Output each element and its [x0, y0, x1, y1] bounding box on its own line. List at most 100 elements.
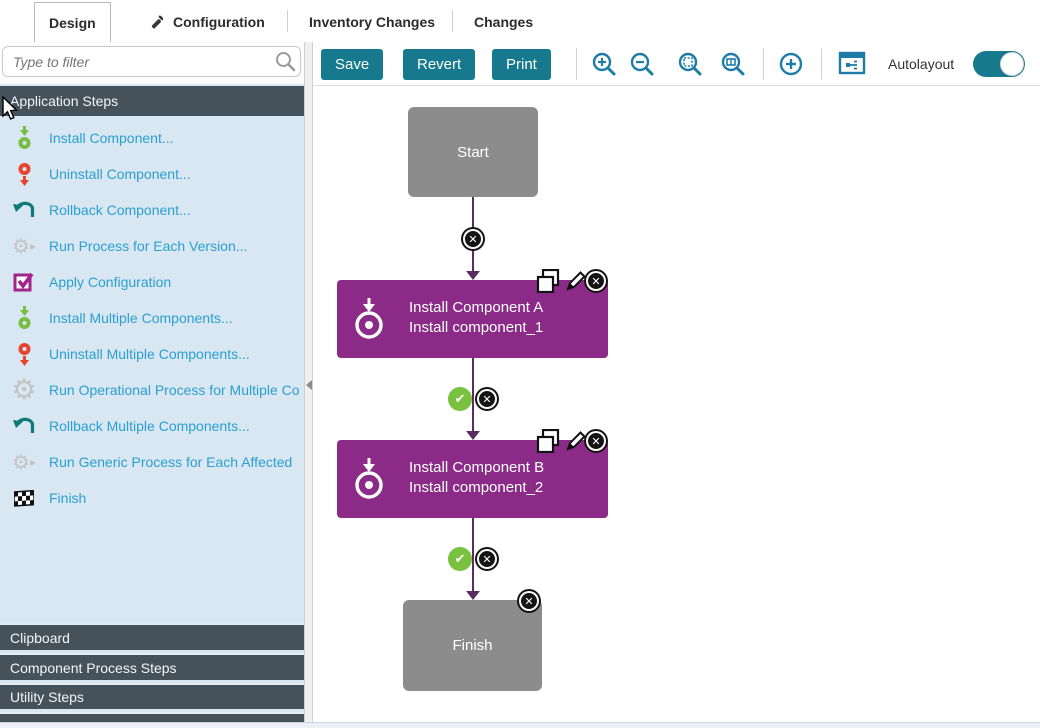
- remove-connection-icon[interactable]: ✕: [477, 389, 497, 409]
- horizontal-scrollbar[interactable]: [0, 722, 1040, 728]
- palette-item-label: Rollback Component...: [49, 202, 191, 218]
- step-title: Install Component B: [409, 459, 545, 476]
- palette-item-label: Rollback Multiple Components...: [49, 418, 250, 434]
- palette-item-uninstall-multiple[interactable]: Uninstall Multiple Components...: [0, 336, 304, 372]
- palette-item-label: Run Process for Each Version...: [49, 238, 248, 254]
- autolayout-label: Autolayout: [888, 56, 955, 72]
- palette-item-finish[interactable]: Finish: [0, 480, 304, 516]
- palette-item-label: Install Component...: [49, 130, 174, 146]
- tab-design[interactable]: Design: [34, 2, 111, 42]
- toolbar-divider: [821, 48, 822, 80]
- toggle-knob: [1000, 52, 1024, 76]
- tab-changes[interactable]: Changes: [460, 2, 547, 42]
- gear-icon: ⚙: [11, 373, 37, 406]
- connector-b-to-finish[interactable]: [472, 518, 474, 591]
- palette-item-install-component[interactable]: Install Component...: [0, 120, 304, 156]
- finish-flag-icon: [9, 489, 39, 507]
- start-node[interactable]: Start: [408, 107, 538, 197]
- success-condition-icon[interactable]: ✔: [448, 547, 472, 571]
- section-header-label: Clipboard: [10, 629, 70, 646]
- install-step-icon: [353, 456, 385, 507]
- connector-arrowhead: [466, 431, 480, 440]
- tab-divider: [287, 10, 288, 32]
- section-header-component-process-steps[interactable]: Component Process Steps: [0, 653, 304, 680]
- section-header-label: Application Steps: [10, 93, 119, 109]
- start-node-label: Start: [457, 143, 489, 161]
- palette-item-uninstall-component[interactable]: Uninstall Component...: [0, 156, 304, 192]
- palette-item-rollback-component[interactable]: Rollback Component...: [0, 192, 304, 228]
- install-step-icon: [353, 296, 385, 347]
- delete-step-icon[interactable]: ✕: [586, 271, 606, 291]
- step-node-install-component-b[interactable]: Install Component B Install component_2: [337, 440, 608, 518]
- tab-design-label: Design: [49, 14, 96, 31]
- palette-item-run-operational-process[interactable]: ⚙ Run Operational Process for Multiple C…: [0, 372, 304, 408]
- tab-configuration-label: Configuration: [173, 14, 265, 30]
- palette-item-label: Uninstall Component...: [49, 166, 191, 182]
- section-header-utility-steps[interactable]: Utility Steps: [0, 683, 304, 709]
- palette-item-label: Run Generic Process for Each Affected: [49, 454, 293, 470]
- step-node-install-component-a[interactable]: Install Component A Install component_1: [337, 280, 608, 358]
- section-header-application-steps[interactable]: Application Steps: [0, 86, 304, 116]
- properties-panel-icon[interactable]: [838, 51, 866, 75]
- revert-button[interactable]: Revert: [403, 49, 476, 80]
- palette-item-label: Finish: [49, 490, 87, 506]
- uninstall-component-icon: [9, 162, 39, 186]
- delete-step-icon[interactable]: ✕: [586, 431, 606, 451]
- remove-connection-icon[interactable]: ✕: [477, 549, 497, 569]
- uninstall-component-icon: [9, 342, 39, 366]
- tab-inventory-changes[interactable]: Inventory Changes: [295, 2, 449, 42]
- zoom-fit-icon[interactable]: [677, 51, 703, 77]
- section-header-clipboard[interactable]: Clipboard: [0, 623, 304, 650]
- print-button[interactable]: Print: [492, 49, 551, 80]
- tab-configuration[interactable]: Configuration: [134, 2, 279, 42]
- zoom-actual-icon[interactable]: [720, 51, 746, 77]
- tab-inventory-changes-label: Inventory Changes: [309, 14, 436, 30]
- zoom-in-icon[interactable]: [591, 51, 617, 77]
- palette-item-label: Install Multiple Components...: [49, 310, 233, 326]
- palette-item-run-process-each-version[interactable]: ⚙▸ Run Process for Each Version...: [0, 228, 304, 264]
- edit-step-icon[interactable]: [564, 429, 588, 453]
- palette-item-rollback-multiple[interactable]: Rollback Multiple Components...: [0, 408, 304, 444]
- autolayout-toggle[interactable]: [973, 51, 1025, 77]
- gear-play-icon: ⚙▸: [12, 234, 36, 258]
- success-condition-icon[interactable]: ✔: [448, 387, 472, 411]
- palette-item-apply-configuration[interactable]: Apply Configuration: [0, 264, 304, 300]
- finish-node[interactable]: Finish: [403, 600, 542, 691]
- connector-arrowhead: [466, 591, 480, 600]
- save-button[interactable]: Save: [321, 49, 384, 80]
- tab-changes-label: Changes: [474, 14, 534, 30]
- palette-item-run-generic-process[interactable]: ⚙▸ Run Generic Process for Each Affected: [0, 444, 304, 480]
- design-canvas[interactable]: Save Revert Print: [313, 42, 1040, 722]
- rollback-component-icon: [9, 199, 39, 221]
- collapse-sidebar-handle[interactable]: [306, 380, 312, 390]
- top-tab-bar: Design Configuration Inventory Changes C…: [0, 0, 1040, 42]
- section-header-partial[interactable]: [0, 712, 304, 722]
- palette-item-install-multiple[interactable]: Install Multiple Components...: [0, 300, 304, 336]
- edit-step-icon[interactable]: [564, 269, 588, 293]
- canvas-toolbar: Save Revert Print: [313, 42, 1040, 86]
- palette-item-label: Run Operational Process for Multiple Co: [49, 382, 300, 398]
- filter-input[interactable]: [2, 46, 301, 77]
- remove-connection-icon[interactable]: ✕: [463, 229, 483, 249]
- toolbar-divider: [763, 48, 764, 80]
- install-component-icon: [9, 126, 39, 150]
- step-subtitle: Install component_1: [409, 319, 544, 336]
- step-subtitle: Install component_2: [409, 479, 544, 496]
- palette-item-label: Uninstall Multiple Components...: [49, 346, 250, 362]
- install-component-icon: [9, 306, 39, 330]
- section-header-label: Utility Steps: [10, 689, 84, 705]
- palette-sidebar: Application Steps Install Component... U…: [0, 42, 304, 722]
- connector-a-to-b[interactable]: [472, 358, 474, 431]
- zoom-out-icon[interactable]: [629, 51, 655, 77]
- apply-configuration-icon: [9, 271, 39, 293]
- delete-step-icon[interactable]: ✕: [519, 591, 539, 611]
- section-header-label: Component Process Steps: [10, 659, 177, 676]
- copy-step-icon[interactable]: [536, 429, 560, 453]
- finish-node-label: Finish: [452, 637, 493, 654]
- copy-step-icon[interactable]: [536, 269, 560, 293]
- wrench-icon: [151, 15, 164, 28]
- step-title: Install Component A: [409, 299, 544, 316]
- sidebar-splitter[interactable]: [304, 42, 313, 722]
- add-step-icon[interactable]: [778, 51, 804, 77]
